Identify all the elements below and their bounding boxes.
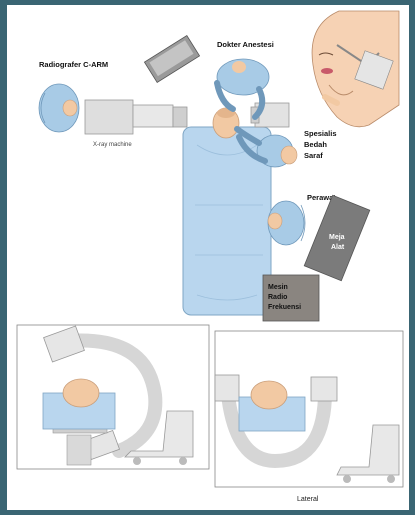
patient-head [213, 108, 239, 138]
ap-view-panel [17, 325, 209, 469]
xray-machine-label: X-ray machine [93, 142, 132, 148]
neurosurgeon-label-1: Spesialis [304, 129, 337, 138]
instrument-table-label-1: Meja [329, 234, 345, 241]
rf-machine-label-1: Mesin [268, 284, 288, 291]
lateral-view-panel [215, 331, 403, 487]
nurse-figure [268, 201, 305, 245]
neurosurgeon-label-3: Saraf [304, 151, 323, 160]
instrument-table-label-2: Alat [331, 244, 345, 251]
lateral-label: Lateral [297, 496, 319, 503]
face-inset [312, 11, 399, 127]
rf-machine-label-3: Frekuensi [268, 304, 301, 311]
rf-machine-label-2: Radio [268, 294, 287, 301]
anesthesiologist-label: Dokter Anestesi [217, 40, 274, 49]
or-diagram: X-ray machine Radiografer C-ARM Dokter A… [7, 5, 409, 510]
radiographer-label: Radiografer C-ARM [39, 60, 108, 69]
neurosurgeon-label-2: Bedah [304, 140, 327, 149]
monitor [144, 36, 199, 83]
illustration-panel: X-ray machine Radiografer C-ARM Dokter A… [7, 5, 409, 510]
radiographer-figure [39, 84, 79, 132]
